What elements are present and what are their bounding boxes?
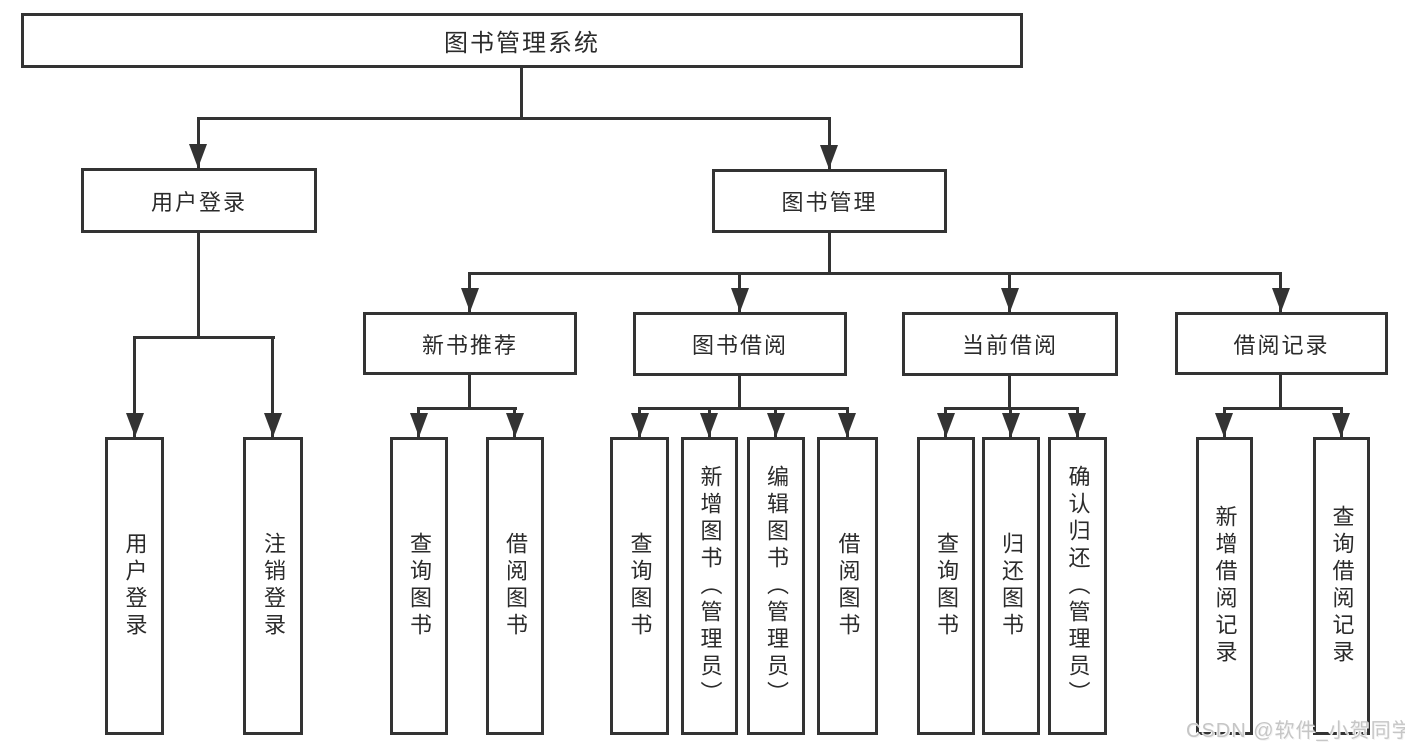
connector-line: [738, 375, 741, 407]
node-user-login-label: 用户登录: [150, 189, 247, 215]
arrow-down-icon: [1002, 413, 1020, 437]
connector-line: [271, 336, 274, 437]
arrow-down-icon: [1332, 413, 1350, 437]
connector-line: [468, 272, 1282, 275]
connector-line: [133, 336, 275, 339]
node-borrow-records: 借阅记录: [1175, 312, 1388, 375]
arrow-down-icon: [937, 413, 955, 437]
arrow-down-icon: [820, 145, 838, 169]
arrow-down-icon: [700, 413, 718, 437]
connector-line: [828, 117, 831, 169]
leaf-borrow-books-label: 借阅图书: [835, 532, 861, 640]
arrow-down-icon: [126, 413, 144, 437]
node-book-borrow: 图书借阅: [633, 312, 847, 376]
node-new-book-recommend: 新书推荐: [363, 312, 577, 375]
leaf-query-books-current-label: 查询图书: [934, 532, 959, 640]
node-user-login: 用户登录: [81, 168, 317, 233]
leaf-query-books-recommend: 查询图书: [390, 437, 448, 735]
leaf-add-borrow-record-label: 新增借阅记录: [1212, 505, 1238, 667]
connector-line: [828, 233, 831, 272]
leaf-return-book-label: 归还图书: [999, 532, 1024, 640]
node-book-borrow-label: 图书借阅: [691, 333, 788, 358]
node-new-book-recommend-label: 新书推荐: [421, 332, 518, 358]
arrow-down-icon: [410, 413, 428, 437]
leaf-return-book: 归还图书: [982, 437, 1040, 735]
connector-line: [520, 68, 523, 117]
connector-line: [638, 407, 849, 410]
arrow-down-icon: [1068, 413, 1086, 437]
leaf-query-books-recommend-label: 查询图书: [407, 532, 432, 640]
leaf-confirm-return-admin: 确认归还（管理员）: [1048, 437, 1107, 735]
connector-line: [197, 117, 831, 120]
leaf-user-login: 用户登录: [105, 437, 164, 735]
leaf-query-books-borrow: 查询图书: [610, 437, 669, 735]
node-current-borrow-label: 当前借阅: [961, 333, 1058, 358]
arrow-down-icon: [767, 413, 785, 437]
arrow-down-icon: [264, 413, 282, 437]
arrow-down-icon: [1215, 413, 1233, 437]
arrow-down-icon: [838, 413, 856, 437]
leaf-add-book-admin-label: 新增图书（管理员）: [697, 464, 723, 708]
leaf-logout-label: 注销登录: [261, 532, 286, 640]
leaf-query-borrow-record: 查询借阅记录: [1313, 437, 1370, 735]
leaf-borrow-books-recommend-label: 借阅图书: [503, 532, 528, 640]
connector-line: [1223, 407, 1343, 410]
leaf-logout: 注销登录: [243, 437, 303, 735]
connector-line: [417, 407, 517, 410]
leaf-borrow-books: 借阅图书: [817, 437, 878, 735]
node-current-borrow: 当前借阅: [902, 312, 1118, 376]
arrow-down-icon: [189, 144, 207, 168]
connector-line: [197, 233, 200, 336]
csdn-watermark: CSDN @软件_小贺同学: [1186, 720, 1405, 742]
arrow-down-icon: [631, 413, 649, 437]
arrow-down-icon: [1272, 288, 1290, 312]
node-book-management-label: 图书管理: [781, 190, 878, 215]
node-borrow-records-label: 借阅记录: [1233, 332, 1330, 358]
leaf-borrow-books-recommend: 借阅图书: [486, 437, 544, 735]
leaf-add-borrow-record: 新增借阅记录: [1196, 437, 1253, 735]
leaf-query-books-borrow-label: 查询图书: [627, 532, 653, 640]
leaf-query-borrow-record-label: 查询借阅记录: [1329, 505, 1355, 667]
connector-line: [1008, 375, 1011, 407]
arrow-down-icon: [461, 288, 479, 312]
arrow-down-icon: [731, 288, 749, 312]
leaf-add-book-admin: 新增图书（管理员）: [681, 437, 738, 735]
connector-line: [1279, 375, 1282, 407]
connector-line: [468, 375, 471, 407]
leaf-query-books-current: 查询图书: [917, 437, 975, 735]
leaf-edit-book-admin-label: 编辑图书（管理员）: [764, 464, 789, 708]
leaf-user-login-label: 用户登录: [122, 532, 148, 640]
connector-line: [133, 336, 136, 437]
leaf-edit-book-admin: 编辑图书（管理员）: [747, 437, 805, 735]
leaf-confirm-return-admin-label: 确认归还（管理员）: [1065, 464, 1091, 708]
connector-line: [197, 117, 200, 168]
node-library-system: 图书管理系统: [21, 13, 1023, 68]
node-library-system-label: 图书管理系统: [444, 30, 600, 57]
node-book-management: 图书管理: [712, 169, 947, 233]
arrow-down-icon: [506, 413, 524, 437]
arrow-down-icon: [1001, 288, 1019, 312]
